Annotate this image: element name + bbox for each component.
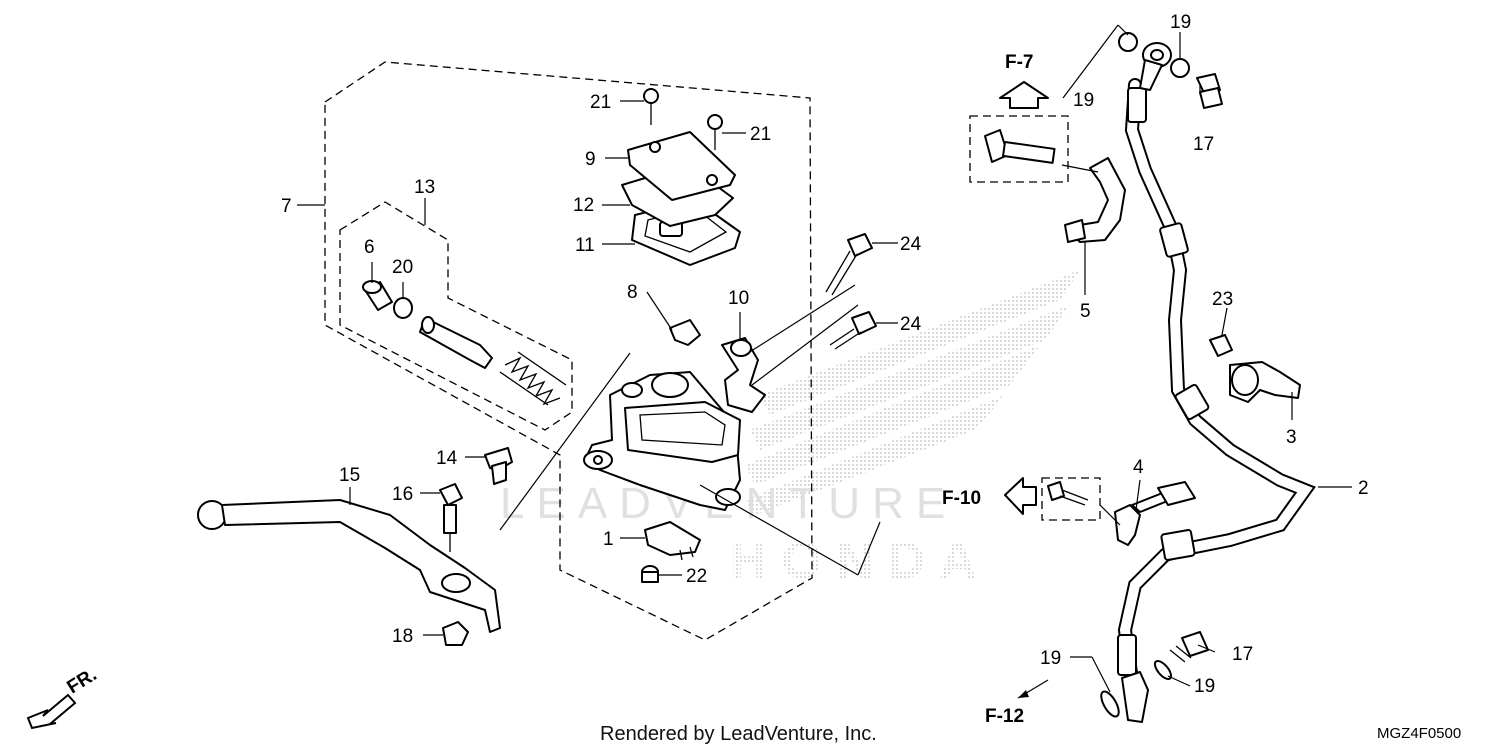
callout-19-a: 19 [1073,90,1094,111]
part-15-brake-lever [197,499,501,633]
part-16-pivot-bolt [439,483,463,552]
ref-f10: F-10 [942,488,981,509]
callout-21-b: 21 [750,124,771,145]
callout-21-a: 21 [590,92,611,113]
part-19-washers [1100,32,1190,718]
part-18-nut [442,621,469,646]
callout-19-d: 19 [1194,676,1215,697]
ref-f7: F-7 [1005,52,1034,73]
callout-1: 1 [603,529,614,550]
callout-9: 9 [585,149,596,170]
part-2-brake-hose [1117,78,1316,687]
kit-13-outline [339,201,573,431]
callout-18: 18 [392,626,413,647]
part-5-bracket [1064,157,1126,243]
part-3-clamp [1229,361,1301,403]
callout-24-a: 24 [900,234,922,255]
callout-8: 8 [627,282,638,303]
leader-lines [297,24,1352,693]
part-20-seal [393,297,413,319]
spring [499,351,567,406]
callout-7: 7 [281,196,292,217]
callout-24-b: 24 [900,314,922,335]
master-cylinder-body [583,371,741,511]
callout-11: 11 [575,235,595,256]
callout-6: 6 [364,237,375,258]
callout-4: 4 [1133,457,1144,478]
part-4-clamp [1114,481,1196,546]
part-22-screw [641,565,659,583]
part-14-pivot-cap [484,447,513,485]
callout-2: 2 [1358,478,1369,499]
upper-banjo-fitting [1139,42,1172,91]
part-23-bolt [1209,334,1233,357]
callout-17-top: 17 [1193,134,1214,155]
piston [419,316,493,369]
f12-arrow-icon [1017,679,1049,699]
kit-f7-bolt-outline [969,115,1069,183]
callout-14: 14 [436,448,458,469]
callout-19-b: 19 [1170,12,1191,33]
kit-7-outline [324,61,813,641]
honda-wing-watermark: LEADVENTURE HONDA [500,270,1080,590]
callout-19-c: 19 [1040,648,1061,669]
lower-banjo-fitting [1121,671,1149,723]
footer-credit: Rendered by LeadVenture, Inc. [600,723,877,745]
callout-15: 15 [339,465,360,486]
front-arrow-icon [26,693,77,730]
callout-20: 20 [392,257,413,278]
callout-3: 3 [1286,427,1297,448]
diagram-code: MGZ4F0500 [1377,725,1461,742]
f7-arrow-icon [999,81,1049,109]
f10-arrow-icon [1004,477,1037,515]
f10-bolt [1047,481,1089,506]
part-9-cap [627,131,736,201]
part-17-bolts [1169,73,1223,663]
callout-16: 16 [392,484,413,505]
part-1-brake-switch [644,521,701,561]
callout-12: 12 [573,195,594,216]
part-6-cup [362,280,393,311]
callout-17-bottom: 17 [1232,644,1253,665]
part-21-screws [643,88,723,150]
part-24-bolts [825,233,877,350]
callout-22: 22 [686,566,707,587]
callout-5: 5 [1080,301,1091,322]
kit-f10-bolt-outline [1041,477,1101,521]
callout-23: 23 [1212,289,1233,310]
part-10-holder [721,337,766,413]
callout-10: 10 [728,288,749,309]
part-8-clip [669,319,701,346]
front-label: FR. [64,664,101,698]
watermark-honda: HONDA [730,532,991,590]
f7-bolt [984,129,1056,164]
ref-f12: F-12 [985,706,1024,727]
callout-13: 13 [414,177,435,198]
